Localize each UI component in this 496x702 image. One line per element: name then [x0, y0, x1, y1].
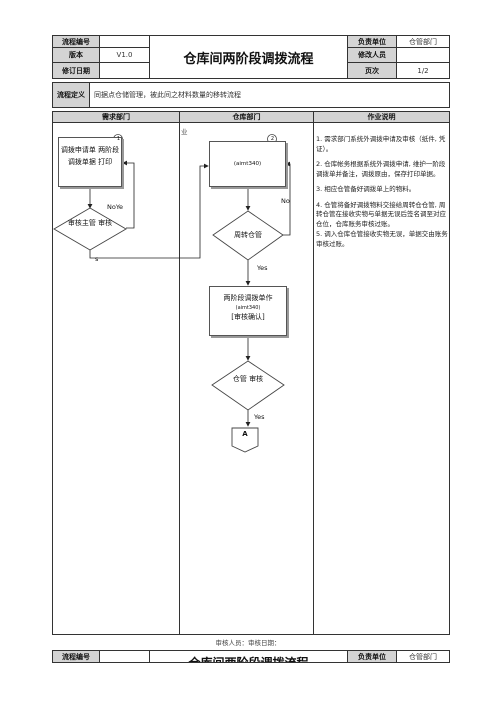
note-3: 3. 相应仓管备好调拨单上的物料。	[316, 185, 416, 193]
lane-divider-2	[313, 122, 314, 635]
wh-decision-label: 周转仓管	[234, 231, 262, 239]
swimlane-body	[52, 122, 450, 635]
signers-line: 审核人员：审核日期：	[215, 639, 281, 647]
step-2-label: 2	[270, 136, 275, 142]
req-decision-shape	[53, 207, 127, 251]
request-form-box: 调拨申请单 两阶段调拨单据 打印	[58, 137, 122, 187]
box2-line3: [审核确认]	[231, 313, 265, 321]
two-stage-transfer-box: 两阶段调拨单作 (aimt340) [审核确认]	[209, 286, 287, 336]
lane-divider-1	[179, 122, 180, 635]
note-4: 4. 仓管将备好调拨物料交接给周转仓仓管, 周转仓管在接收实物与单据无误后签名调…	[316, 200, 446, 228]
footer-title-cell: 仓库间两阶段调拨流程	[149, 650, 348, 663]
no-label: No	[281, 197, 290, 205]
box2-line1: 两阶段调拨单作	[223, 294, 273, 302]
offpage-connector-label: A	[242, 430, 248, 438]
footer-owner-value: 仓管部门	[396, 650, 450, 663]
offpage-connector-shape	[231, 427, 259, 453]
footer-title: 仓库间两阶段调拨流程	[188, 656, 309, 663]
wh-decision2-shape	[211, 360, 285, 411]
definition-label: 流程定义	[52, 82, 90, 108]
footer-flow-no-label: 流程编号	[52, 650, 100, 663]
wh-process-box: (aimt340)	[209, 141, 286, 187]
note-1: 1. 需求部门系统外调拨申请及审核（纸件, 凭证）。	[316, 135, 446, 153]
yes-label-1: Yes	[257, 264, 268, 272]
page-value: 1/2	[396, 62, 450, 79]
req-decision-label: 审核主管 审核	[67, 219, 113, 227]
definition-value: 同据点仓储管理，被此间之材料数量的移转流程	[89, 82, 450, 108]
revise-date-value	[99, 62, 150, 79]
yes-label-2: Yes	[254, 413, 265, 421]
wh-decision-shape	[212, 210, 284, 261]
box2-line2: (aimt340)	[235, 305, 261, 311]
step-1-label: 1	[116, 136, 121, 142]
wh-decision2-label: 仓管 审核	[232, 375, 264, 383]
operation-notes: 1. 需求部门系统外调拨申请及审核（纸件, 凭证）。 2. 仓库帐务根据系统外调…	[316, 135, 448, 249]
s-label: s	[95, 255, 99, 263]
ye-label: 业	[181, 128, 188, 136]
note-2: 2. 仓库帐务根据系统外调拨申请, 维护一阶段调拨单并备注，调拨原由，保存打印单…	[316, 160, 446, 178]
note-5: 5. 调入仓库仓管接收实物无误，单据交由账务审核过账。	[316, 230, 448, 248]
footer-flow-no-value	[99, 650, 150, 663]
footer-owner-label: 负责单位	[347, 650, 397, 663]
noyes-label: NoYe	[107, 203, 123, 211]
